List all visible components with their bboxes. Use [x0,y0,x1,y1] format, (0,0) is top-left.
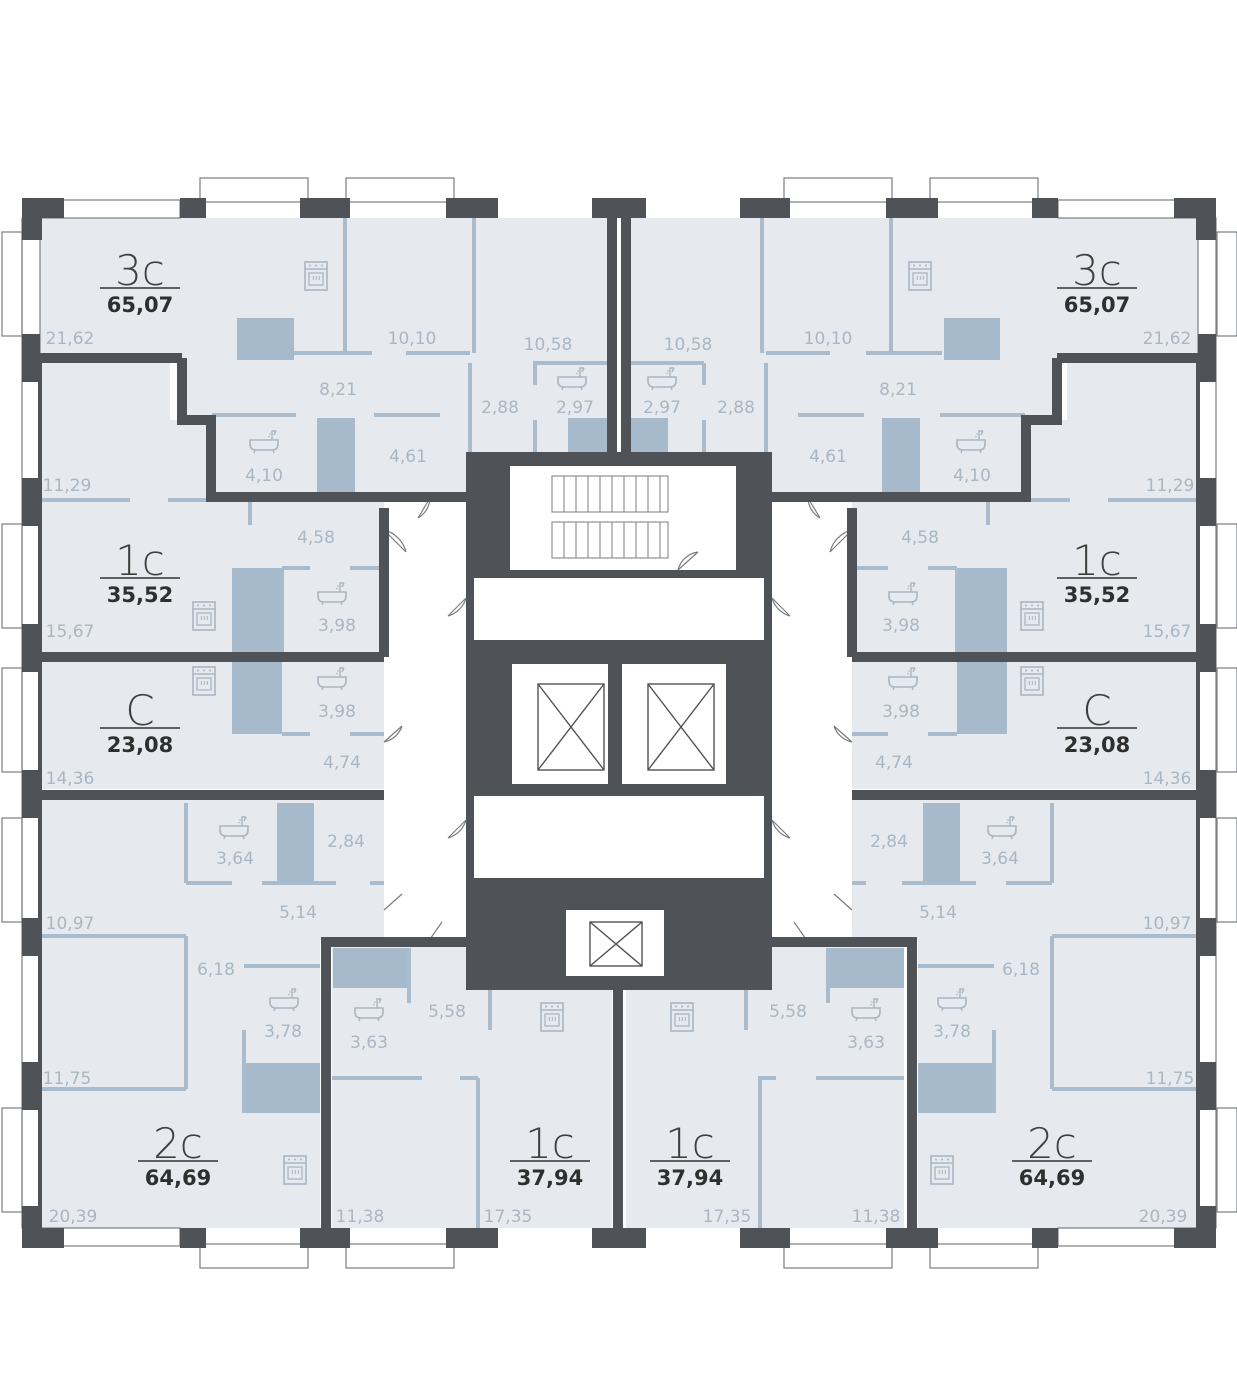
room-area-label: 20,39 [49,1207,98,1227]
apartment-type-top-right-3c: 3с [1072,246,1122,295]
room-area-label: 2,88 [481,398,519,418]
room-area-label: 3,64 [981,849,1019,869]
room-area-label: 4,58 [901,528,939,548]
core [384,452,852,990]
room-area-label: 10,97 [1143,914,1192,934]
apartment-total-right-studio: 23,08 [1064,733,1130,757]
room-area-label: 3,98 [882,616,920,636]
room-area-label: 10,58 [664,335,713,355]
apartment-type-left-1c: 1с [115,536,165,585]
stairs-icon [551,475,669,559]
room-area-label: 21,62 [1143,329,1192,349]
room-area-label: 5,58 [769,1002,807,1022]
room-area-label: 4,74 [323,753,361,773]
columns [22,198,1216,1248]
apartment-type-right-studio: С [1082,686,1111,735]
apartment-total-left-studio: 23,08 [107,733,173,757]
apartment-type-bottom-right-2c: 2с [1027,1119,1077,1168]
room-area-label: 4,58 [297,528,335,548]
apartment-type-bottom-center-right-1c: 1с [665,1119,715,1168]
apartment-type-top-left-3c: 3с [115,246,165,295]
apartment-total-bottom-center-left-1c: 37,94 [517,1166,583,1190]
room-area-label: 14,36 [1143,769,1192,789]
room-area-label: 10,10 [804,329,853,349]
apartment-total-top-right-3c: 65,07 [1064,293,1130,317]
room-area-label: 2,97 [556,398,594,418]
apartment-total-right-1c: 35,52 [1064,583,1130,607]
partitions [40,218,1198,1228]
room-area-label: 4,10 [245,466,283,486]
apartment-total-bottom-right-2c: 64,69 [1019,1166,1085,1190]
room-area-label: 2,97 [643,398,681,418]
room-area-label: 2,88 [717,398,755,418]
room-area-label: 3,78 [933,1022,971,1042]
room-area-label: 3,98 [318,616,356,636]
room-area-label: 2,84 [327,832,365,852]
room-area-label: 3,78 [264,1022,302,1042]
room-area-label: 20,39 [1139,1207,1188,1227]
apartment-type-bottom-left-2c: 2с [153,1119,203,1168]
room-area-label: 10,10 [388,329,437,349]
room-area-label: 3,98 [882,702,920,722]
room-area-label: 11,38 [336,1207,385,1227]
room-area-label: 4,74 [875,753,913,773]
apartment-labels: 3с65,073с65,071с35,521с35,52С23,08С23,08… [100,246,1137,1190]
room-area-label: 6,18 [197,960,235,980]
room-area-label: 8,21 [319,380,357,400]
apartment-type-bottom-center-left-1c: 1с [525,1119,575,1168]
apartment-total-top-left-3c: 65,07 [107,293,173,317]
room-area-label: 4,61 [809,447,847,467]
wet-zones [232,318,1007,1113]
room-area-label: 10,58 [524,335,573,355]
room-area-label: 5,58 [428,1002,466,1022]
room-area-label: 21,62 [46,329,95,349]
walls [38,214,1200,1230]
apartment-total-left-1c: 35,52 [107,583,173,607]
room-area-label: 11,29 [43,476,92,496]
room-area-label: 5,14 [919,903,957,923]
room-area-label: 3,64 [216,849,254,869]
room-area-label: 3,63 [350,1033,388,1053]
room-area-label: 11,38 [852,1207,901,1227]
room-area-label: 3,98 [318,702,356,722]
room-area-label: 15,67 [46,622,95,642]
room-area-label: 10,97 [46,914,95,934]
apartment-type-right-1c: 1с [1072,536,1122,585]
room-area-label: 4,61 [389,447,427,467]
apartment-total-bottom-center-right-1c: 37,94 [657,1166,723,1190]
room-area-label: 5,14 [279,903,317,923]
room-area-label: 3,63 [847,1033,885,1053]
room-area-label: 6,18 [1002,960,1040,980]
floor-areas [40,218,1198,1228]
windows [1,177,1237,1269]
room-area-label: 8,21 [879,380,917,400]
apartment-type-left-studio: С [125,686,154,735]
room-area-label: 4,10 [953,466,991,486]
room-area-label: 17,35 [703,1207,752,1227]
apartment-total-bottom-left-2c: 64,69 [145,1166,211,1190]
room-area-label: 17,35 [484,1207,533,1227]
room-area-label: 2,84 [870,832,908,852]
room-area-label: 14,36 [46,769,95,789]
room-area-labels: 21,62 10,10 10,58 10,58 10,10 21,62 8,21 8,21 2,… [43,329,1195,1227]
elevator-icon [537,683,715,967]
room-area-label: 11,75 [43,1069,92,1089]
room-area-label: 11,29 [1146,476,1195,496]
room-area-label: 15,67 [1143,622,1192,642]
room-area-label: 11,75 [1146,1069,1195,1089]
